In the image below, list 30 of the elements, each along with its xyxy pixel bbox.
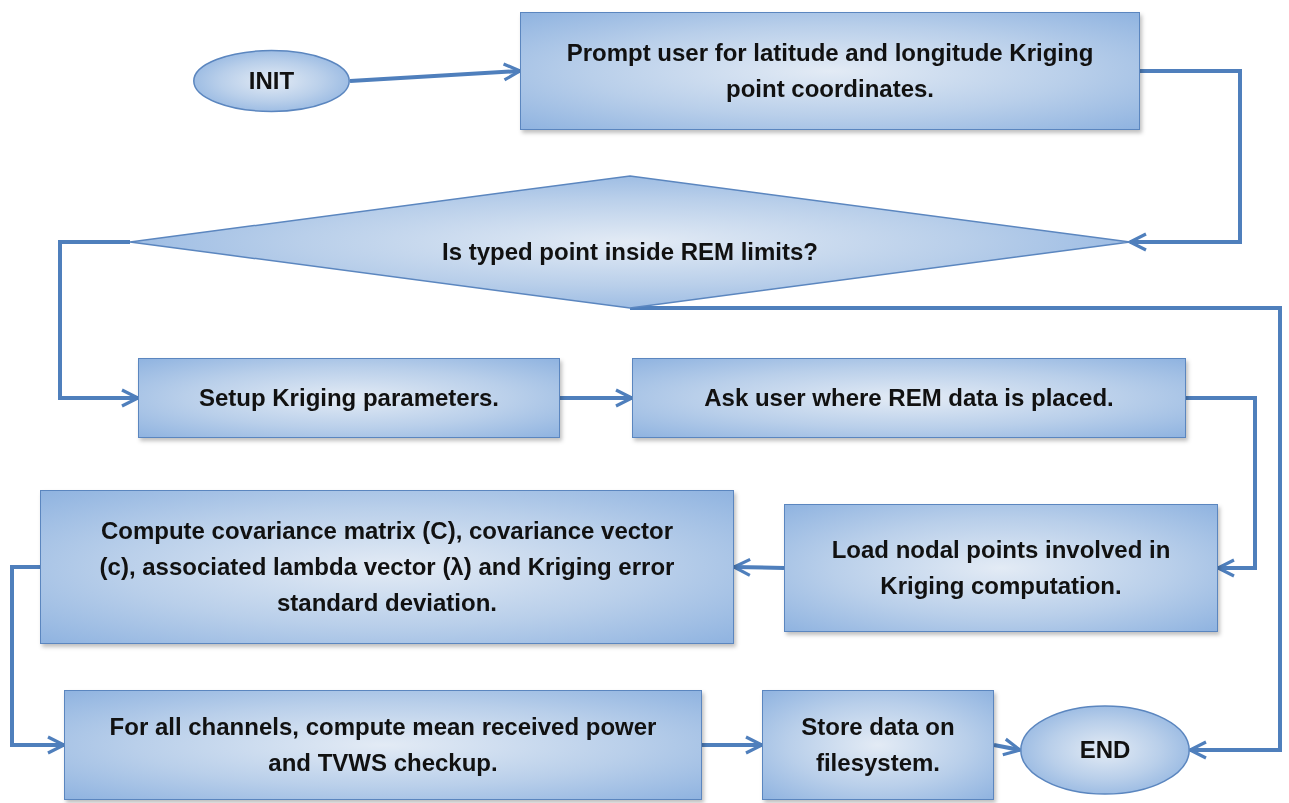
node-label: For all channels, compute mean received power and TVWS checkup. [109, 712, 657, 778]
process-box [632, 358, 1186, 438]
node-label: Is typed point inside REM limits? [442, 237, 818, 267]
arrow [349, 62, 522, 83]
arrow [10, 565, 66, 755]
arrow [1186, 396, 1257, 578]
node-label: Ask user where REM data is placed. [704, 383, 1114, 413]
arrow [702, 735, 764, 755]
node-label: Compute covariance matrix (C), covariance vector (c), associated lambda vector (λ) and Kriging error standard deviation. [98, 516, 676, 618]
process-box [762, 690, 994, 800]
process-box [138, 358, 560, 438]
process-box [40, 490, 734, 644]
arrow [1128, 69, 1242, 252]
node-label: Prompt user for latitude and longitude Kriging point coordinates. [565, 38, 1095, 104]
arrow [993, 737, 1022, 757]
process-box [784, 504, 1218, 632]
node-label: INIT [248, 66, 295, 96]
arrow [58, 240, 140, 408]
arrow [560, 388, 634, 408]
arrow [732, 557, 785, 577]
decision-diamond [130, 176, 1130, 308]
node-label: Setup Kriging parameters. [198, 383, 500, 413]
arrow [630, 306, 1282, 760]
process-box [520, 12, 1140, 130]
node-label: END [1079, 735, 1131, 765]
terminator-ellipse [1020, 705, 1190, 795]
process-box [64, 690, 702, 800]
node-label: Load nodal points involved in Kriging computation. [830, 535, 1172, 601]
node-label: Store data on filesystem. [800, 712, 956, 778]
terminator-ellipse [193, 50, 350, 112]
